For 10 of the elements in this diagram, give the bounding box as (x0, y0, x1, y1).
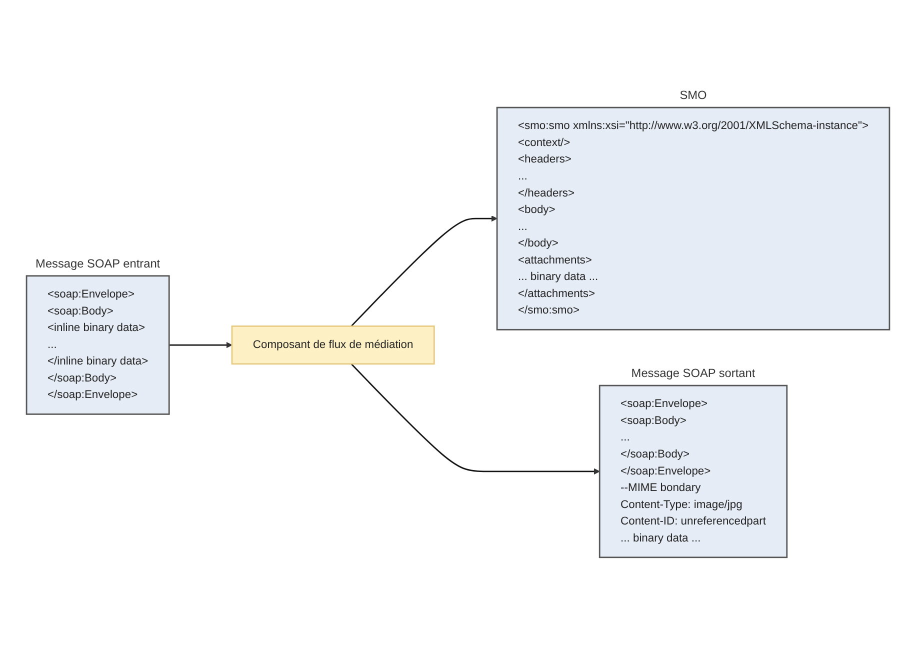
node-label: Message SOAP entrant (36, 256, 160, 270)
node-box: <soap:Envelope> <soap:Body> <inline binary data> ... </inline binary data> </soap:Body> </soap:Envelope> (26, 274, 170, 414)
arrow (169, 342, 232, 348)
node-label: Message SOAP sortant (631, 366, 756, 380)
node-box: <smo:smo xmlns:xsi="http://www.w3.org/2001/XMLSchema-instance"> <context/> <headers> ... </headers> <body> ... </body> <attachments> ... binary data ... </attachments> </smo:smo> (496, 106, 890, 330)
node-box: <soap:Envelope> <soap:Body> ... </soap:Body> </soap:Envelope> --MIME bondary Content-Type: image/jpg Content-ID: unreferencedpart ... binary data ... (598, 384, 788, 558)
arrow (350, 215, 498, 326)
node-box: Composant de flux de médiation (231, 325, 435, 364)
node-label: SMO (680, 88, 707, 102)
arrow (350, 362, 600, 474)
